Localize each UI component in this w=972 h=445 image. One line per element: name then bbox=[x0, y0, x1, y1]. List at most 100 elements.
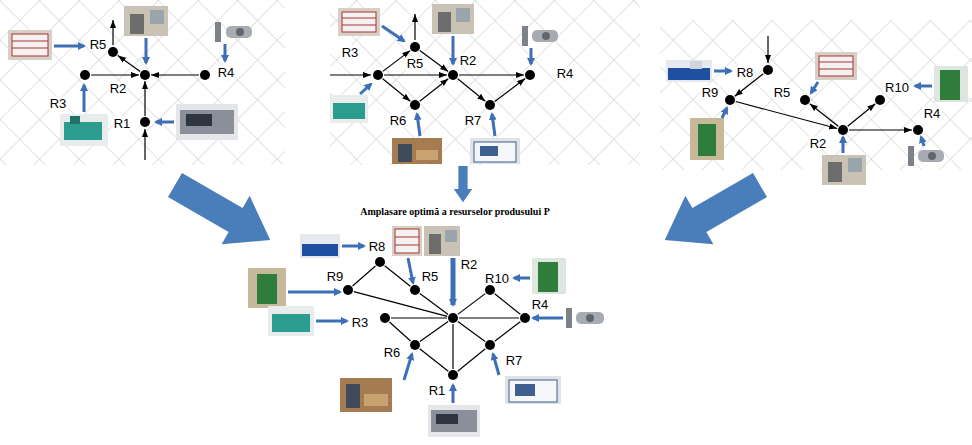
resource-arrow bbox=[145, 38, 148, 63]
resource-label: R2 bbox=[460, 258, 479, 271]
machine-body bbox=[429, 234, 441, 254]
flow-connector bbox=[385, 266, 411, 287]
saw-photo bbox=[666, 60, 712, 82]
resource-label: R2 bbox=[459, 54, 478, 67]
pump-body bbox=[576, 312, 604, 324]
resource-node: R2 bbox=[140, 70, 150, 80]
resource-label: R9 bbox=[326, 270, 345, 283]
cnc-photo bbox=[505, 376, 561, 404]
resource-label: R4 bbox=[556, 67, 575, 80]
pump-body bbox=[215, 22, 221, 42]
assembly-photo bbox=[392, 138, 442, 164]
resource-node: R3 bbox=[373, 70, 383, 80]
floor-grid bbox=[0, 0, 285, 165]
machine-body bbox=[509, 380, 557, 402]
machine-body bbox=[538, 262, 558, 292]
machine-body bbox=[474, 142, 516, 162]
flow-connector bbox=[144, 81, 145, 116]
floor-grid bbox=[660, 20, 972, 170]
flow-connector bbox=[452, 324, 453, 369]
resource-node: R5 bbox=[410, 42, 420, 52]
resource-arrow bbox=[382, 26, 404, 41]
resource-arrow bbox=[451, 258, 456, 305]
resource-label: R5 bbox=[773, 86, 792, 99]
workshop-photo bbox=[822, 155, 866, 185]
machine-body bbox=[130, 14, 144, 34]
flow-connector bbox=[118, 56, 140, 72]
resource-label: R7 bbox=[464, 114, 483, 127]
workshop-photo bbox=[424, 226, 460, 256]
resource-node: R10 bbox=[875, 95, 885, 105]
machine-body bbox=[302, 244, 338, 256]
resource-label: R9 bbox=[701, 86, 720, 99]
drill-photo bbox=[934, 66, 968, 102]
flow-arrow bbox=[414, 14, 415, 40]
assembly-photo bbox=[340, 378, 392, 412]
resource-label: R5 bbox=[89, 38, 108, 51]
photo-frame bbox=[8, 30, 52, 60]
resource-node: R3 bbox=[80, 70, 90, 80]
machine-body bbox=[698, 124, 716, 156]
photo-frame bbox=[690, 118, 724, 160]
resource-node: R4 bbox=[913, 125, 923, 135]
resource-label: R5 bbox=[406, 57, 425, 70]
photo-frame bbox=[432, 4, 474, 34]
photo-frame bbox=[815, 52, 857, 80]
resource-arrow bbox=[493, 354, 499, 375]
resource-label: R2 bbox=[109, 82, 128, 95]
resource-arrow bbox=[921, 137, 924, 146]
photo-frame bbox=[428, 405, 480, 437]
lathe-photo bbox=[428, 405, 480, 437]
lathe-photo bbox=[176, 104, 238, 140]
flow-connector bbox=[458, 294, 485, 315]
resource-arrow bbox=[530, 48, 533, 64]
drill-photo bbox=[690, 118, 724, 160]
resource-node: R3 bbox=[380, 313, 390, 323]
resource-arrow bbox=[408, 258, 413, 283]
merge-arrow bbox=[161, 161, 284, 264]
resource-node: R2 bbox=[448, 70, 458, 80]
shelf-photo bbox=[392, 226, 422, 256]
flow-arrow bbox=[144, 129, 145, 160]
pump-body bbox=[532, 30, 558, 42]
flow-connector bbox=[384, 74, 447, 75]
photo-frame bbox=[392, 226, 422, 256]
machine-body bbox=[70, 116, 80, 124]
resource-label: R4 bbox=[531, 298, 550, 311]
flow-connector bbox=[420, 349, 449, 372]
machine-body bbox=[940, 70, 960, 100]
resource-node: R1 bbox=[140, 117, 150, 127]
resource-node: R5 bbox=[108, 47, 118, 57]
photo-frame bbox=[176, 104, 238, 140]
machine-body bbox=[456, 8, 470, 22]
resource-arrow bbox=[492, 114, 495, 136]
machine-window bbox=[186, 114, 212, 126]
flow-connector bbox=[389, 322, 410, 341]
workshop-photo bbox=[124, 6, 168, 36]
resource-arrow bbox=[316, 320, 347, 323]
resource-node: R7 bbox=[485, 100, 495, 110]
photo-frame bbox=[248, 268, 286, 308]
resource-arrow bbox=[417, 114, 420, 136]
merge-arrow bbox=[454, 166, 472, 202]
resource-node: R8 bbox=[375, 257, 385, 267]
resource-arrow bbox=[533, 317, 563, 320]
pump-photo bbox=[908, 146, 944, 166]
shelf bbox=[12, 34, 48, 56]
machine-body bbox=[438, 12, 451, 32]
resource-label: R1 bbox=[428, 384, 447, 397]
machine-body bbox=[272, 314, 310, 332]
merge-arrow bbox=[651, 161, 774, 264]
pump-body bbox=[522, 26, 528, 46]
milling-photo bbox=[268, 306, 314, 336]
resource-arrow bbox=[811, 82, 818, 93]
shelf-photo bbox=[815, 52, 857, 80]
flow-connector bbox=[495, 79, 525, 102]
resource-node: R6 bbox=[410, 340, 420, 350]
resource-arrow bbox=[452, 385, 455, 403]
shelf-photo bbox=[338, 8, 380, 36]
flow-connector bbox=[458, 79, 486, 101]
resource-arrow bbox=[842, 137, 845, 153]
milling-photo bbox=[330, 95, 368, 123]
